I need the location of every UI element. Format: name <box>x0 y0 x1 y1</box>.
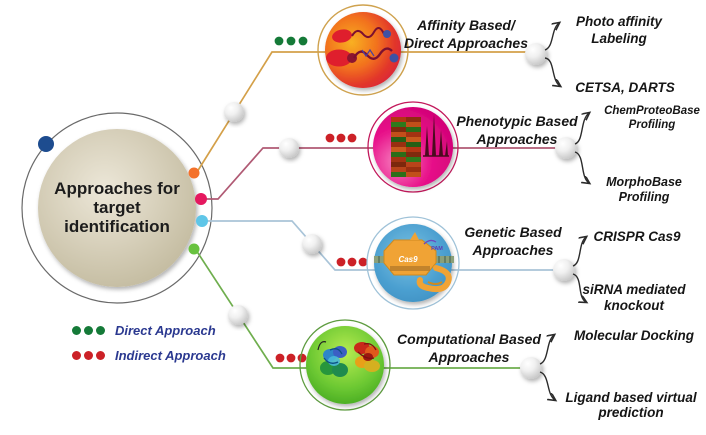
genetic-branch-label: Genetic Based Approaches <box>464 223 561 259</box>
direct-dot-icon <box>72 326 81 335</box>
genetic-end-ball <box>553 259 575 281</box>
legend-direct-approach: Direct Approach <box>72 323 216 338</box>
computational-proteins-illustration <box>317 341 380 377</box>
phenotypic-leaf-chemproteobase: ChemProteoBase Profiling <box>604 105 700 131</box>
computational-fork-up-arrow <box>539 335 554 365</box>
computational-mid-ball <box>228 305 248 325</box>
legend-indirect-approach: Indirect Approach <box>72 348 226 363</box>
phenotypic-fork-down-arrow <box>574 151 589 183</box>
hub-circle <box>38 129 196 287</box>
hub-blue-marker-dot <box>38 136 54 152</box>
affinity-fork-up-arrow <box>544 23 559 51</box>
computational-label-line2: Approaches <box>428 349 510 365</box>
hub-title-line3: identification <box>64 217 170 236</box>
genetic-cas9-illustration: Cas9 PAM <box>374 232 454 293</box>
direct-dot-icon <box>84 326 93 335</box>
hub-title: Approaches for target identification <box>54 179 180 236</box>
indirect-dot-icon <box>96 351 105 360</box>
affinity-connector-line <box>196 51 536 173</box>
genetic-node-circle: Cas9 PAM <box>366 216 460 310</box>
computational-fork-down-arrow <box>539 371 555 400</box>
phenotypic-end-ball <box>555 137 577 159</box>
hub-title-line1: Approaches for <box>54 179 180 198</box>
hub-node <box>21 112 213 304</box>
phenotypic-fork-up-arrow <box>574 113 589 145</box>
affinity-node-circle <box>317 4 409 96</box>
computational-leaf-ligand-virtual: Ligand based virtual prediction <box>565 390 697 420</box>
indirect-dot-icon <box>72 351 81 360</box>
computational-connector-line <box>195 249 531 369</box>
computational-label-line1: Computational Based <box>397 331 541 347</box>
phenotypic-anchor-dot <box>195 193 207 205</box>
affinity-leaf-photo-affinity-labeling: Photo affinity Labeling <box>576 14 662 46</box>
genetic-anchor-dot <box>196 215 208 227</box>
affinity-fork-down-arrow <box>544 57 560 86</box>
cas9-label: Cas9 <box>398 255 418 264</box>
affinity-illustration <box>326 27 399 67</box>
affinity-label-line2: Direct Approaches <box>404 35 528 51</box>
computational-node-circle <box>299 319 391 411</box>
indirect-approach-dots-phenotypic <box>325 133 357 143</box>
pam-label: PAM <box>431 246 443 252</box>
legend-indirect-label: Indirect Approach <box>115 348 226 363</box>
phenotypic-heatmap-illustration <box>391 114 449 177</box>
connector-balls <box>224 43 577 379</box>
phenotypic-leaf-morphobase: MorphoBase Profiling <box>606 175 682 204</box>
phenotypic-node-circle <box>367 101 459 193</box>
direct-approach-dots-affinity <box>274 36 308 46</box>
phenotypic-mid-ball <box>279 138 299 158</box>
direct-dot-icon <box>96 326 105 335</box>
computational-anchor-dot <box>188 243 200 255</box>
indirect-dot-icon <box>84 351 93 360</box>
phenotypic-label-line1: Phenotypic Based <box>456 113 578 129</box>
phenotypic-branch-label: Phenotypic Based Approaches <box>456 112 577 148</box>
computational-leaf-molecular-docking: Molecular Docking <box>573 328 695 343</box>
affinity-leaf-cetsa-darts: CETSA, DARTS <box>575 80 675 95</box>
genetic-label-line2: Approaches <box>472 242 554 258</box>
affinity-mid-ball <box>224 102 244 122</box>
genetic-fork-up-arrow <box>572 237 586 267</box>
hub-title-line2: target <box>93 198 141 217</box>
genetic-leaf-sirna-knockout: siRNA mediated knockout <box>582 282 686 313</box>
legend-direct-label: Direct Approach <box>115 323 216 338</box>
phenotypic-label-line2: Approaches <box>476 131 558 147</box>
phenotypic-spectrum-illustration <box>423 114 449 157</box>
fork-brackets <box>539 23 589 400</box>
computational-end-ball <box>520 357 542 379</box>
computational-branch-label: Computational Based Approaches <box>397 330 541 366</box>
affinity-label-line1: Affinity Based/ <box>417 17 515 33</box>
affinity-end-ball <box>525 43 547 65</box>
affinity-branch-label: Affinity Based/ Direct Approaches <box>404 16 528 52</box>
genetic-fork-down-arrow <box>572 273 586 302</box>
genetic-mid-ball <box>302 234 322 254</box>
affinity-anchor-dot <box>188 167 200 179</box>
indirect-approach-dots-genetic <box>336 257 368 267</box>
genetic-leaf-crispr-cas9: CRISPR Cas9 <box>593 229 681 244</box>
genetic-label-line1: Genetic Based <box>464 224 562 240</box>
